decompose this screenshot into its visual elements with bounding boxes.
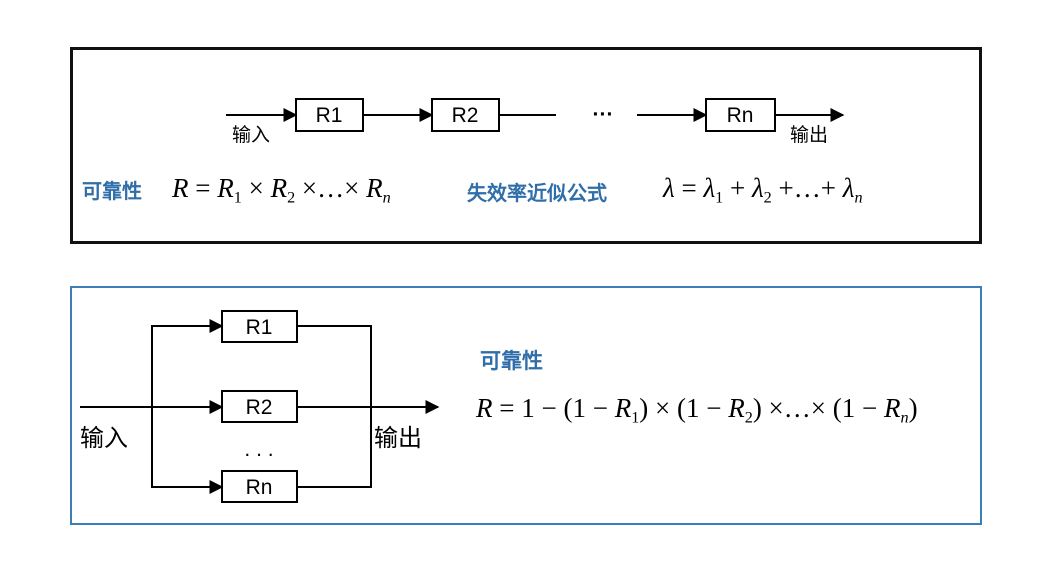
series-ellipsis: ··· xyxy=(593,103,614,126)
parallel-block-r2 xyxy=(221,390,298,423)
parallel-input-label: 输入 xyxy=(80,424,128,452)
parallel-block-r2-label: R2 xyxy=(246,396,273,419)
parallel-reliability-formula: R = 1 − (1 − R1) × (1 − R2) ×…× (1 − Rn) xyxy=(476,393,918,427)
series-output-label: 输出 xyxy=(790,124,828,146)
failure-rate-formula: λ = λ1 + λ2 +…+ λn xyxy=(663,173,863,207)
series-reliability-formula: R = R1 × R2 ×…× Rn xyxy=(172,173,391,207)
series-reliability-label: 可靠性 xyxy=(82,179,142,203)
parallel-branch-top xyxy=(151,319,224,407)
parallel-diagram: R1 R2 . . . Rn 输入 输出 xyxy=(80,310,440,503)
series-input-label: 输入 xyxy=(232,124,270,146)
series-block-r1 xyxy=(295,98,364,132)
parallel-system-panel xyxy=(70,286,982,525)
parallel-block-r1 xyxy=(221,310,298,343)
parallel-block-rn-label: Rn xyxy=(246,476,273,499)
series-diagram: R1 R2 ··· Rn 输入 输出 xyxy=(226,98,845,146)
parallel-reliability-label: 可靠性 xyxy=(480,349,543,373)
series-block-r1-label: R1 xyxy=(316,104,343,127)
series-block-rn xyxy=(705,98,776,132)
parallel-block-r1-label: R1 xyxy=(246,316,273,339)
parallel-branch-bottom xyxy=(151,407,224,494)
series-block-r2-label: R2 xyxy=(452,104,479,127)
parallel-ellipsis: . . . xyxy=(244,438,273,461)
series-system-panel xyxy=(70,47,982,244)
series-block-rn-label: Rn xyxy=(727,104,754,127)
parallel-output-label: 输出 xyxy=(374,424,422,452)
failure-rate-label: 失效率近似公式 xyxy=(467,181,607,205)
